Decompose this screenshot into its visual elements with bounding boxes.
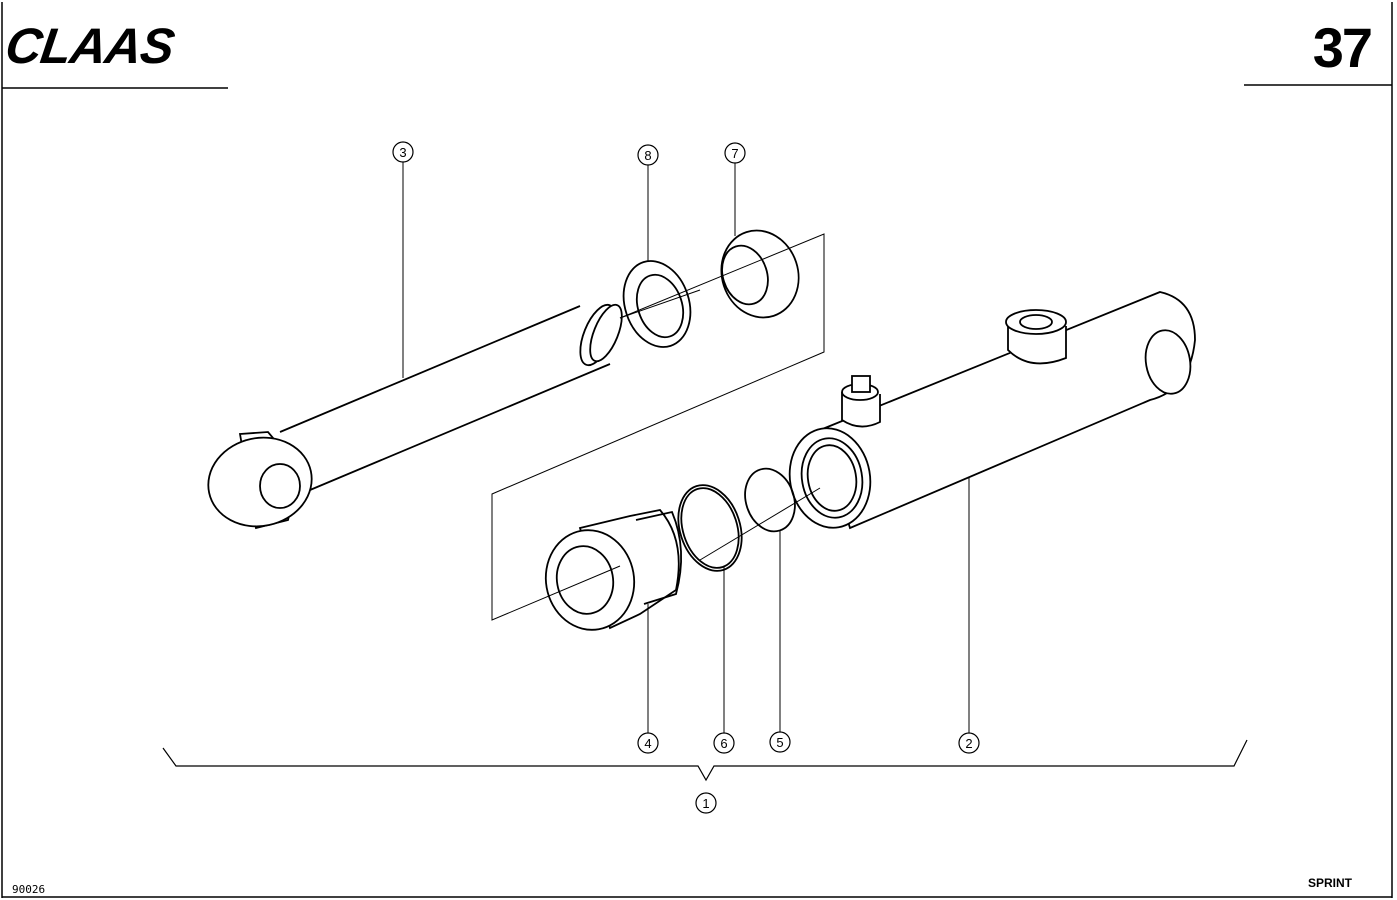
callout-4: 4 [644,736,651,751]
callout-8: 8 [644,148,651,163]
part-3-piston-rod [207,303,623,530]
part-2-cylinder-tube [788,291,1196,530]
part-4-cylinder-head [544,509,683,631]
model-name: SPRINT [1308,876,1353,890]
callout-2: 2 [965,736,972,751]
page-number: 37 [1312,16,1373,79]
callout-3: 3 [399,145,406,160]
callout-5: 5 [776,735,783,750]
part-7-guide-ring [720,229,800,319]
callout-6: 6 [720,736,727,751]
part-8-wiper-ring [622,260,692,348]
callout-7: 7 [731,146,738,161]
leader-lines [402,162,970,733]
callout-1: 1 [702,796,709,811]
callout-numbers: 1 2 3 4 5 6 7 8 [399,145,972,811]
assembly-bracket [162,739,1248,782]
callout-markers [392,141,980,814]
document-code: 90026 [12,883,46,896]
assembly-axis-lines [491,233,825,621]
